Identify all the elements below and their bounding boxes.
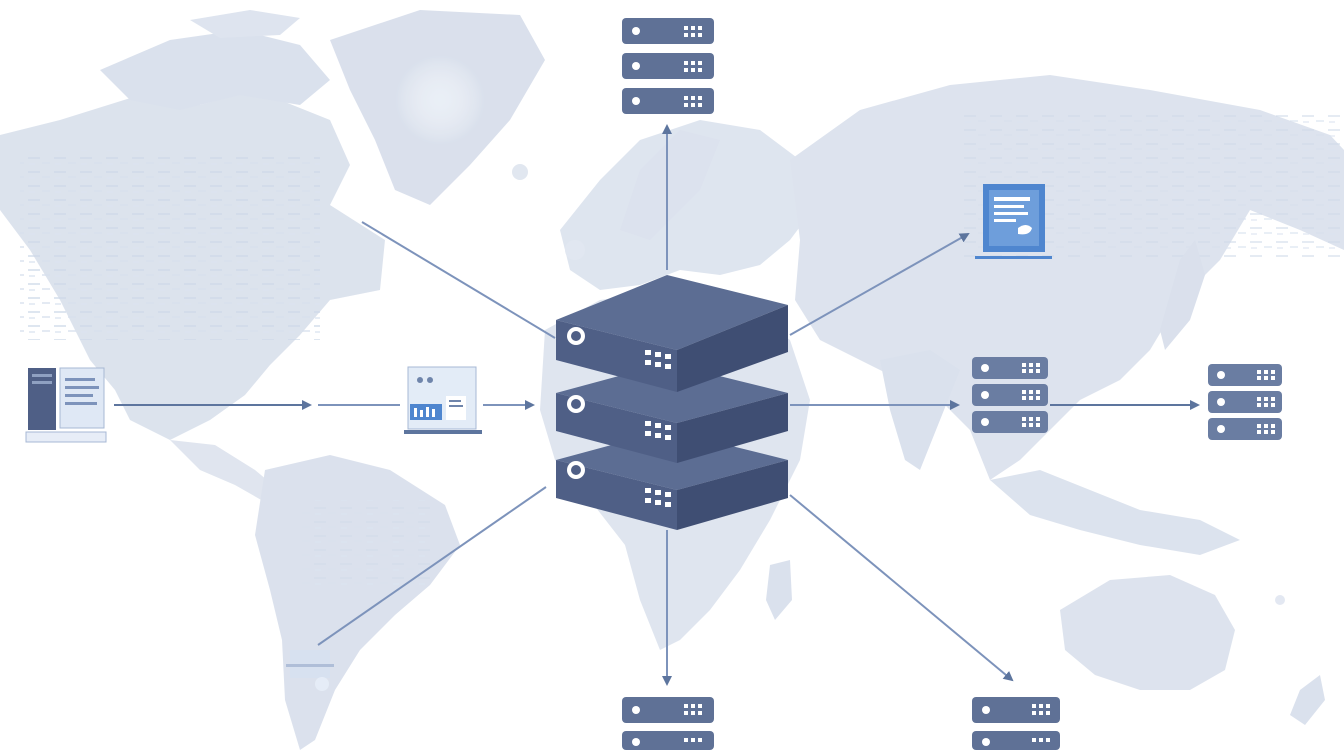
map-glow: [395, 55, 485, 145]
continent-australia: [1060, 575, 1235, 690]
continent-madagascar: [766, 560, 792, 620]
connector-to-southeast-rack: [789, 494, 1014, 682]
map-data-overlay-south: [300, 500, 430, 590]
continent-india: [880, 350, 960, 470]
island: [512, 164, 528, 180]
map-data-overlay: [20, 150, 320, 340]
laptop-dashboard-icon[interactable]: [404, 366, 482, 434]
continent-southeast-asia: [990, 470, 1240, 555]
desktop-computer-icon[interactable]: [25, 367, 107, 443]
connector-from-northwest: [361, 221, 556, 339]
continent-arctic-islands-2: [190, 10, 300, 38]
continent-central-america: [170, 440, 285, 505]
far-east-server-rack-icon[interactable]: [1208, 364, 1282, 440]
document-monitor-icon[interactable]: [975, 184, 1052, 259]
island: [1275, 595, 1285, 605]
east-server-rack-icon[interactable]: [972, 357, 1048, 433]
continent-europe: [560, 120, 820, 290]
continent-new-zealand: [1290, 675, 1325, 725]
server-unit-top: [556, 275, 788, 392]
southeast-server-rack-icon[interactable]: [972, 697, 1060, 750]
connectors: [114, 124, 1200, 686]
southwest-device-icon[interactable]: [286, 650, 334, 691]
central-server-stack[interactable]: [556, 275, 788, 530]
continent-scandinavia: [620, 130, 720, 240]
north-server-rack-icon[interactable]: [622, 18, 714, 114]
continent-japan: [1160, 240, 1205, 350]
continent-arctic-islands: [100, 30, 330, 110]
south-server-rack-icon[interactable]: [622, 697, 714, 750]
connector-to-document-monitor: [789, 233, 970, 336]
island: [565, 240, 585, 260]
server-unit-middle: [556, 363, 788, 463]
connector-to-southwest: [317, 486, 547, 646]
